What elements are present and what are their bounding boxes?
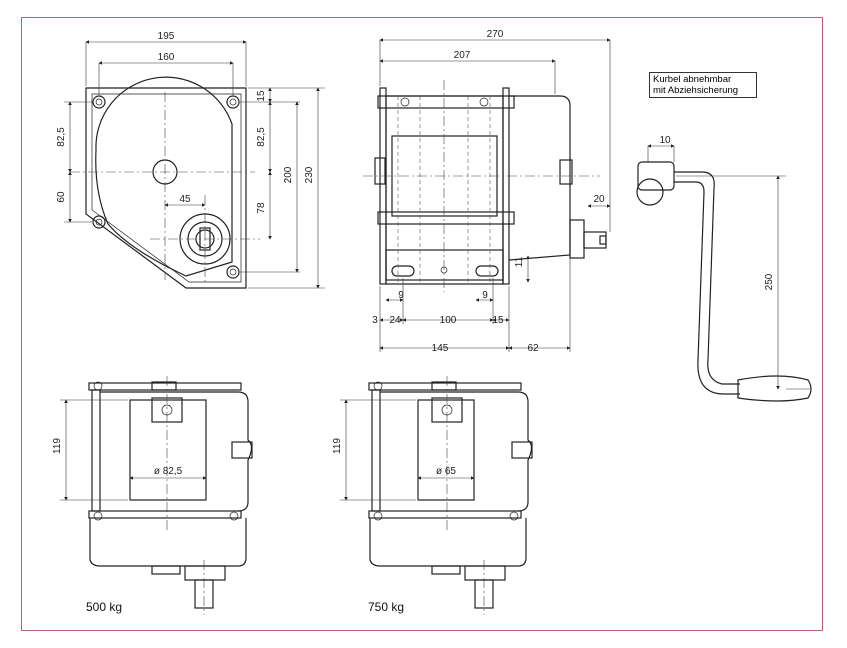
dim-dia-82-5: ø 82,5 — [154, 466, 183, 477]
dim-82-5-left: 82,5 — [56, 127, 67, 147]
caption-500kg: 500 kg — [86, 600, 123, 614]
crank-note-line1: Kurbel abnehmbar — [653, 74, 732, 85]
crank-view: 10 250 — [636, 135, 812, 402]
dim-195: 195 — [158, 31, 175, 42]
side-view: 270 207 20 11 9 9 3 24 100 15 145 62 — [363, 29, 611, 354]
dim-250: 250 — [764, 273, 775, 290]
dim-60: 60 — [56, 191, 67, 203]
top-view-750kg: 119 ø 65 — [332, 376, 533, 615]
top-view-500kg: 119 ø 82,5 — [52, 376, 253, 615]
dim-9-right: 9 — [482, 290, 488, 301]
drawing-frame — [21, 17, 823, 631]
dim-207: 207 — [454, 50, 471, 61]
dim-15-top: 15 — [256, 90, 267, 102]
dim-dia-65: ø 65 — [436, 466, 456, 477]
dim-119-750: 119 — [332, 438, 343, 454]
dim-10: 10 — [659, 135, 671, 146]
dim-230: 230 — [304, 166, 315, 183]
dim-20: 20 — [593, 194, 605, 205]
dim-119-500: 119 — [52, 438, 63, 454]
dim-11: 11 — [514, 256, 525, 267]
dim-145: 145 — [432, 343, 449, 354]
front-view: 195 160 82,5 60 45 15 82,5 78 200 230 — [56, 31, 325, 289]
crank-note: Kurbel abnehmbar mit Abziehsicherung — [649, 72, 757, 98]
dim-24: 24 — [389, 315, 401, 326]
dim-82-5-right: 82,5 — [256, 127, 267, 147]
dim-62: 62 — [527, 343, 539, 354]
dim-100: 100 — [440, 315, 457, 326]
dim-270: 270 — [487, 29, 504, 40]
dim-160: 160 — [158, 52, 175, 63]
dim-200: 200 — [283, 166, 294, 183]
dim-15-bottom: 15 — [492, 315, 504, 326]
caption-750kg: 750 kg — [368, 600, 405, 614]
crank-note-line2: mit Abziehsicherung — [653, 85, 739, 96]
dim-78: 78 — [256, 202, 267, 214]
dim-9-left: 9 — [398, 290, 404, 301]
dim-3: 3 — [372, 315, 378, 326]
dim-45: 45 — [179, 194, 191, 205]
